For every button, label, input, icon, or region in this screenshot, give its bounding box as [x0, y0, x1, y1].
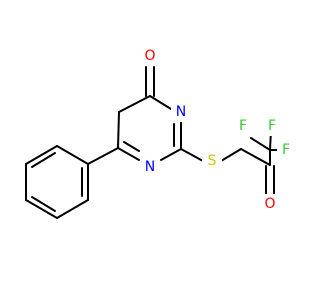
nitrogen-1-label: N: [145, 159, 155, 175]
bond-c6-phenyl: [87, 147, 119, 165]
bonds: [25, 66, 282, 219]
bond-n1-c6-double-b: [123, 141, 140, 152]
sulfur-label: S: [208, 153, 217, 169]
bond-ph-inner-c: [31, 152, 56, 168]
fluorine-right-label: F: [282, 142, 290, 158]
bond-ph-5-6: [25, 145, 58, 165]
oxygen-ketone-label: O: [144, 48, 155, 64]
bond-cf3-f-top-left: [250, 137, 271, 151]
fluorine-top-right-label: F: [268, 118, 276, 134]
bond-c4-n3: [149, 95, 172, 110]
bond-c2-s: [180, 148, 204, 162]
bond-ph-3-4: [25, 199, 58, 219]
bond-c6-c5: [117, 111, 120, 149]
bond-ph-2-3: [56, 199, 89, 219]
atom-labels: O N N S O F F F: [139, 46, 295, 214]
oxygen-side-label: O: [264, 196, 275, 212]
bond-ph-6-1: [56, 145, 89, 165]
molecule-structure-diagram: O N N S O F F F: [25, 46, 295, 219]
fluorine-top-left-label: F: [239, 118, 247, 134]
bond-ch2-co: [240, 148, 271, 166]
bond-s-ch2: [220, 148, 242, 162]
nitrogen-3-label: N: [176, 104, 186, 120]
bond-n1-c6-double-a: [117, 147, 140, 161]
bond-c5-c4: [118, 95, 151, 113]
bond-ph-inner-b: [31, 196, 56, 212]
bond-c2-n1: [160, 148, 182, 161]
